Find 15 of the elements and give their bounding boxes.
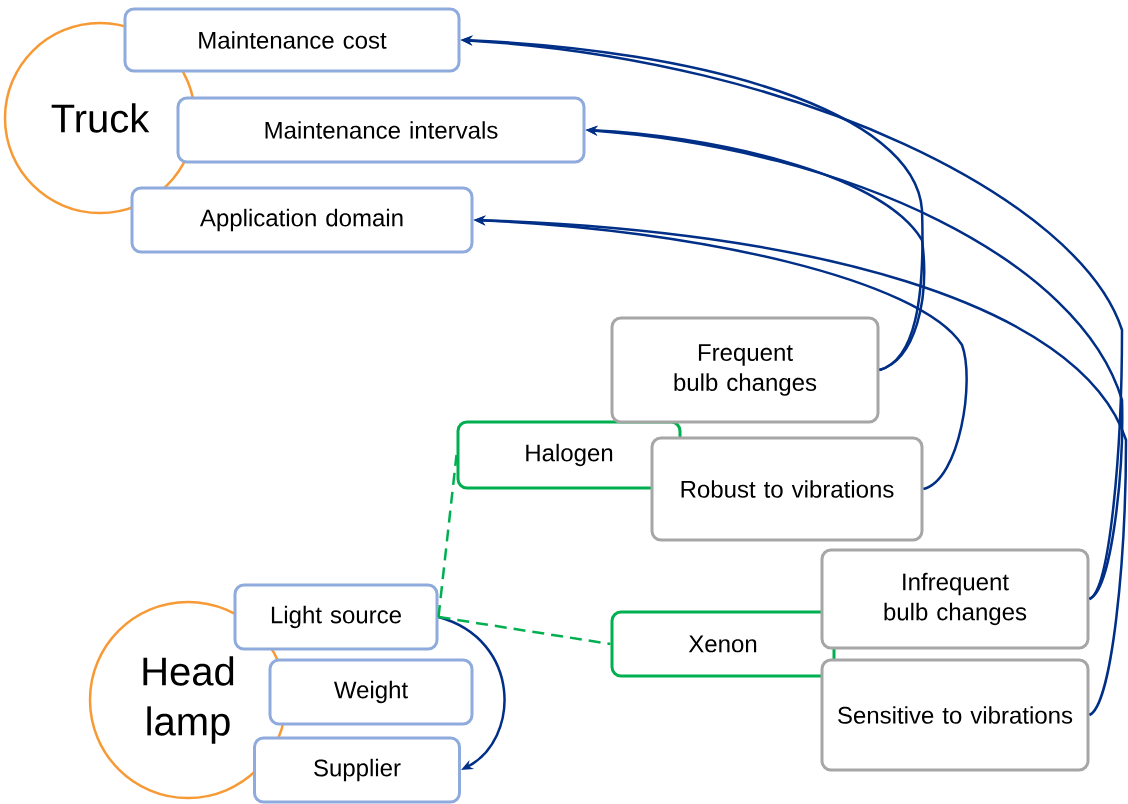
- option-box: Xenon: [610, 610, 836, 678]
- attribute-box: Maintenance cost: [123, 7, 461, 73]
- attribute-box: Light source: [233, 583, 439, 651]
- property-box: Frequent bulb changes: [610, 316, 880, 424]
- connector-line: [437, 454, 458, 618]
- attribute-box: Application domain: [130, 186, 474, 254]
- connector-arrow: [438, 615, 506, 770]
- connector-line: [438, 615, 611, 646]
- attribute-box: Maintenance intervals: [176, 96, 586, 164]
- property-box: Robust to vibrations: [650, 436, 924, 542]
- attribute-box: Weight: [268, 658, 474, 726]
- property-box: Sensitive to vibrations: [820, 658, 1090, 772]
- option-box: Halogen: [456, 420, 682, 490]
- attribute-box: Supplier: [253, 736, 461, 804]
- property-box: Infrequent bulb changes: [820, 548, 1090, 650]
